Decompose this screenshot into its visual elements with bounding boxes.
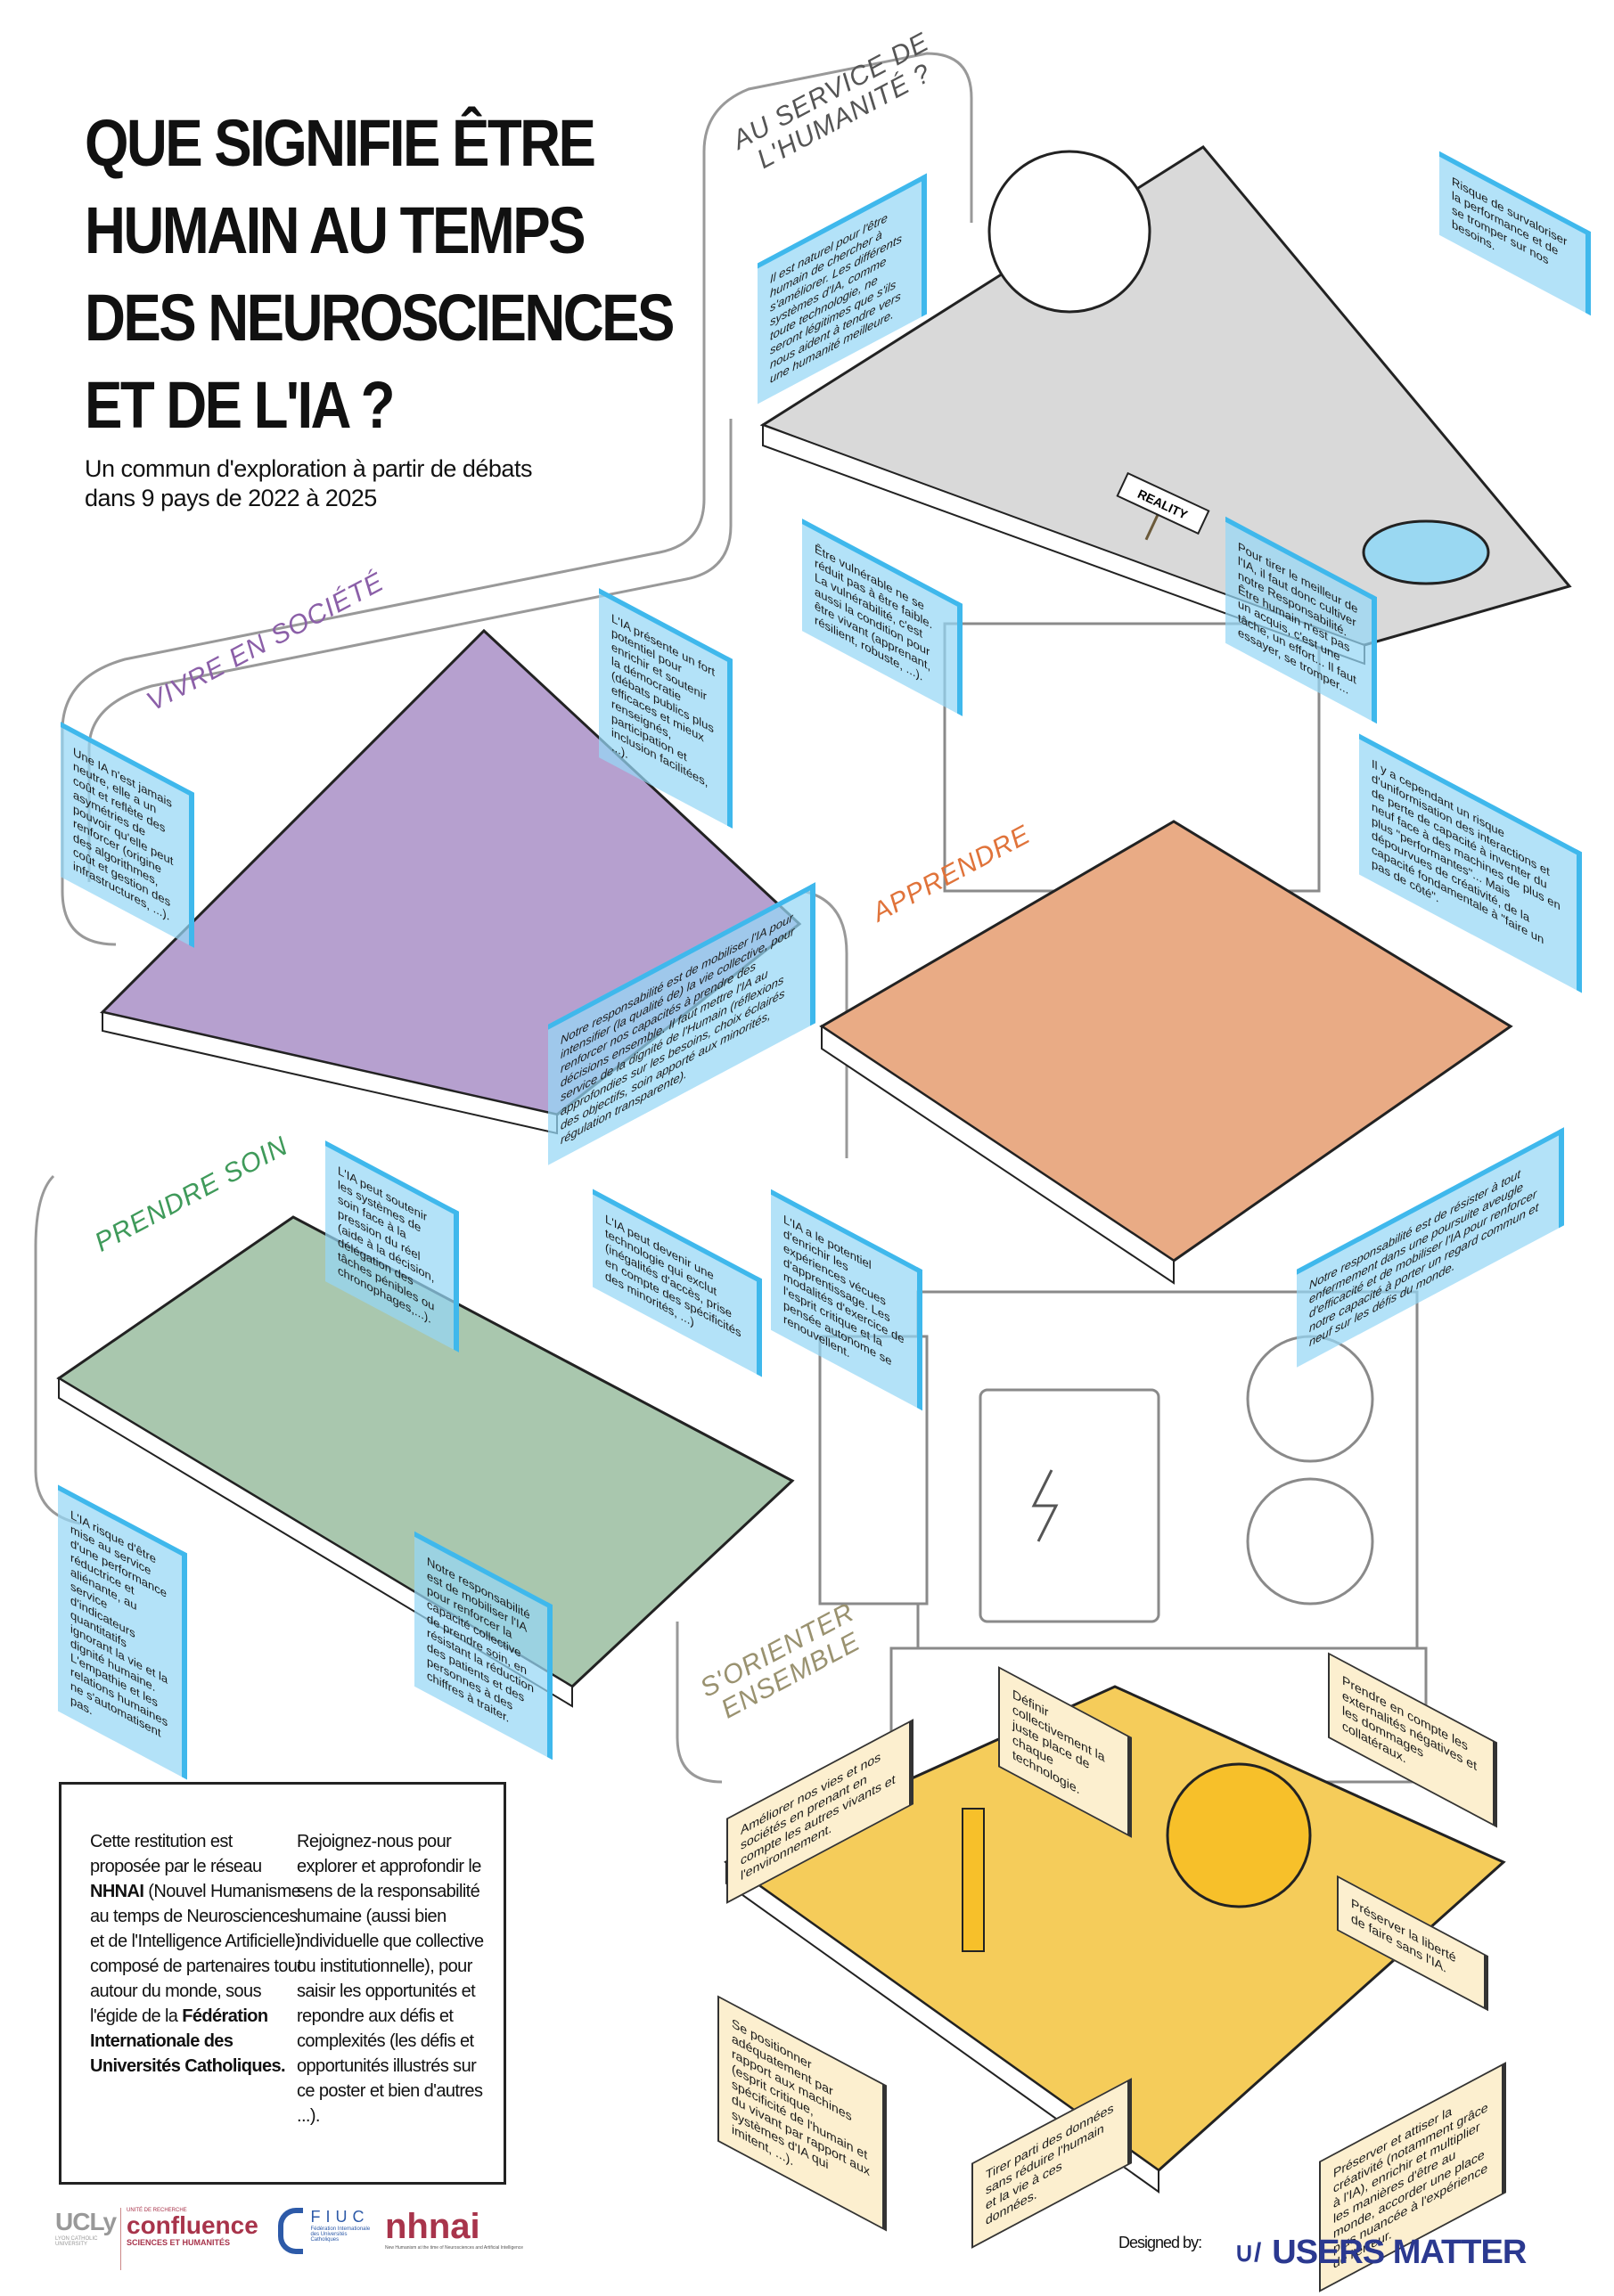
logo-fiuc: FIUC Fédération Internationale des Unive… xyxy=(278,2208,376,2270)
confluence-subtitle: SCIENCES ET HUMANITÉS xyxy=(127,2238,231,2247)
central-machine xyxy=(818,622,1428,1784)
giant-head xyxy=(987,150,1151,314)
reality-sign: REALITY xyxy=(1116,471,1210,541)
info-text: (Nouvel Humanisme au temps de Neuroscien… xyxy=(90,1882,302,2026)
info-bold-fiuc: Fédération Internationale des Université… xyxy=(90,2006,286,2076)
confluence-wordmark: confluence xyxy=(127,2211,258,2239)
fiuc-subtitle: Fédération Internationale des Université… xyxy=(310,2227,371,2243)
ucly-wordmark: UCLy xyxy=(55,2208,117,2235)
globe xyxy=(1166,1762,1312,1908)
nhnai-wordmark: nhnai xyxy=(385,2207,480,2246)
fiuc-emblem-icon xyxy=(278,2208,303,2254)
logo-users-matter: ∪/ USERS MATTER xyxy=(1234,2221,1527,2284)
subtitle-line: Un commun d'exploration à partir de déba… xyxy=(85,455,532,482)
connecting-pipes xyxy=(34,52,973,1784)
title-line: HUMAIN AU TEMPS xyxy=(85,193,586,267)
users-matter-wordmark: USERS MATTER xyxy=(1272,2233,1527,2271)
logo-ucly: UCLy LYON CATHOLIC UNIVERSITY xyxy=(55,2208,118,2270)
ucly-subtitle: LYON CATHOLIC UNIVERSITY xyxy=(55,2236,98,2247)
info-column-network: Cette restitution est proposée par le ré… xyxy=(90,1829,304,2079)
confluence-top: UNITÉ DE RECHERCHE xyxy=(127,2208,187,2213)
poster-title: QUE SIGNIFIE ÊTRE HUMAIN AU TEMPS DES NE… xyxy=(85,100,675,449)
title-line: QUE SIGNIFIE ÊTRE xyxy=(85,106,596,180)
users-matter-emblem-icon: ∪/ xyxy=(1234,2237,1262,2267)
logo-nhnai: nhnai New Humanism at the time of Neuros… xyxy=(385,2208,545,2270)
info-column-join: Rejoignez-nous pour explorer et approfon… xyxy=(297,1832,484,2126)
scale xyxy=(962,1808,985,1952)
logo-confluence: UNITÉ DE RECHERCHE confluence SCIENCES E… xyxy=(120,2208,278,2270)
info-box: Cette restitution est proposée par le ré… xyxy=(59,1782,506,2185)
fiuc-wordmark: FIUC xyxy=(310,2208,370,2226)
title-line: ET DE L'IA ? xyxy=(85,368,396,442)
designed-by-label: Designed by: xyxy=(1118,2234,1202,2251)
subtitle-line: dans 9 pays de 2022 à 2025 xyxy=(85,485,377,511)
pedestal xyxy=(1362,519,1490,585)
title-line: DES NEUROSCIENCES xyxy=(85,281,675,355)
nhnai-subtitle: New Humanism at the time of Neuroscience… xyxy=(385,2245,524,2251)
info-bold-nhnai: NHNAI xyxy=(90,1882,144,1901)
info-text: Cette restitution est proposée par le ré… xyxy=(90,1832,262,1876)
poster-subtitle: Un commun d'exploration à partir de déba… xyxy=(85,454,532,513)
